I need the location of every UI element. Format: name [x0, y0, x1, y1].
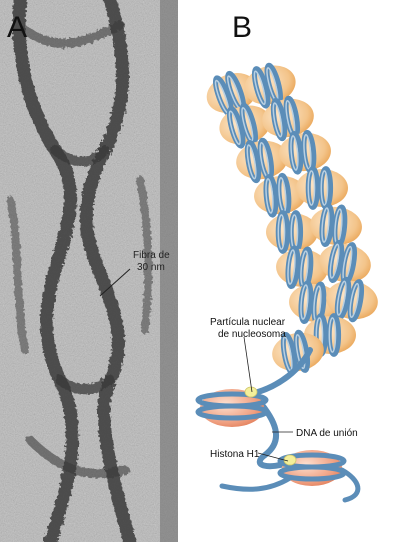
core-leader-line — [244, 337, 252, 392]
h1-label: Histona H1 — [210, 449, 260, 460]
nucleosome — [296, 169, 348, 208]
core-label-line1: Partícula nuclear — [210, 317, 286, 328]
panel-b-label: B — [232, 13, 252, 43]
dna-tail-left — [222, 478, 290, 489]
core-label-line2: de nucleosoma — [218, 329, 286, 340]
nucleosome — [308, 204, 363, 247]
nucleosome — [266, 213, 318, 252]
nucleosome-core-1 — [198, 387, 266, 427]
linker-label: DNA de unión — [296, 428, 358, 439]
panel-a-label: A — [7, 13, 27, 43]
